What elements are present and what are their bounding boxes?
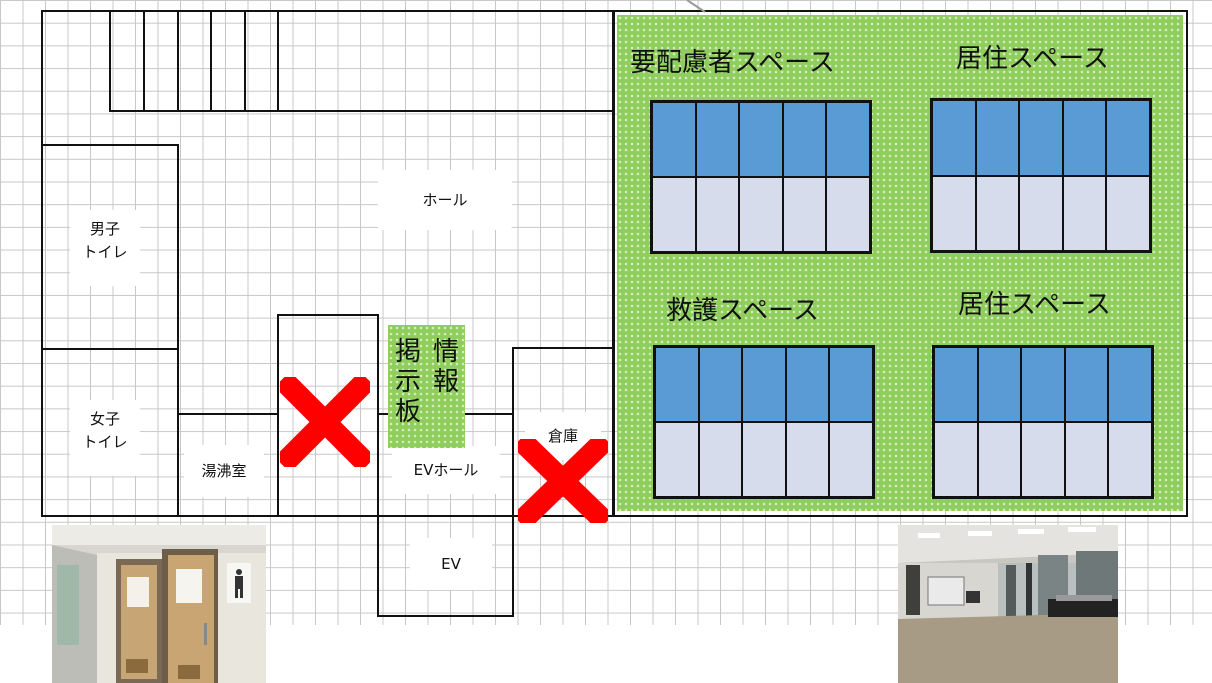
rescue-space-title: 救護スペース	[666, 296, 819, 326]
x-mark-icon	[280, 377, 370, 467]
board-char: 板	[394, 397, 421, 427]
hall-interior-photo	[898, 525, 1118, 683]
stair-step	[244, 10, 279, 112]
stair-step	[109, 10, 145, 112]
mens-toilet-label-line1: 男子	[89, 220, 120, 238]
bed-block	[930, 98, 1152, 253]
board-char: 情	[432, 337, 459, 367]
bed-block	[932, 345, 1154, 499]
x-mark-icon	[518, 439, 608, 523]
building-outline-right	[612, 10, 1188, 517]
stair-step	[143, 10, 179, 112]
board-char: 示	[394, 367, 421, 397]
bed-block	[650, 100, 872, 254]
stair-step	[177, 10, 212, 112]
womens-toilet-label-line1: 女子	[89, 410, 120, 428]
storage-wall	[512, 347, 615, 517]
board-char: 報	[432, 367, 459, 397]
ev-hall-label: EVホール	[392, 446, 500, 494]
hall-label: ホール	[378, 170, 512, 230]
pointer-line	[686, 0, 706, 13]
stair-step	[210, 10, 246, 112]
ev-shaft-wall	[377, 515, 514, 617]
womens-toilet-label-line2: トイレ	[82, 432, 128, 451]
kettle-room-label: 湯沸室	[184, 445, 264, 497]
care-space-title: 要配慮者スペース	[630, 48, 835, 78]
living-space-title-1: 居住スペース	[956, 44, 1109, 74]
mens-toilet-label: 男子 トイレ	[70, 210, 140, 286]
info-board: 掲 情 示 報 板	[388, 325, 465, 448]
mens-toilet-label-line2: トイレ	[82, 242, 128, 261]
toilet-sign-icon	[227, 563, 251, 603]
womens-toilet-label: 女子 トイレ	[70, 400, 140, 476]
board-char: 掲	[394, 337, 421, 367]
ev-label: EV	[410, 538, 492, 590]
bed-block	[653, 345, 875, 499]
toilet-entrance-photo	[52, 525, 266, 683]
living-space-title-2: 居住スペース	[958, 290, 1111, 320]
